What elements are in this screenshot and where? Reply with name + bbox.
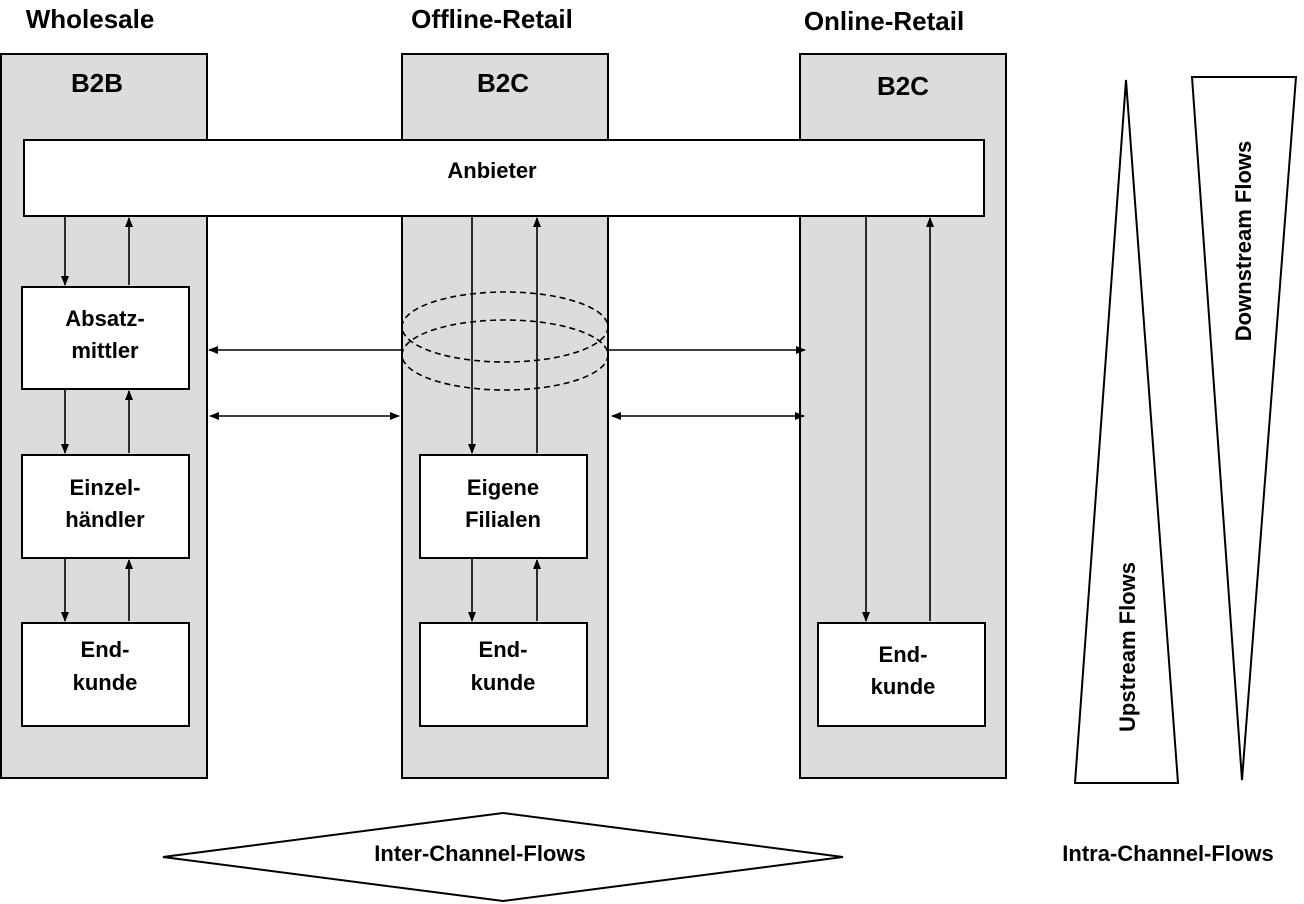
wholesale-retailer-line1: Einzel- [70,475,141,500]
wholesale-retailer-box [21,454,190,559]
offline-retail-type-label: B2C [477,68,529,98]
supplier-label: Anbieter [447,158,537,183]
wholesale-intermediary-line1: Absatz- [65,306,144,331]
upstream-triangle [1073,79,1180,784]
downstream-flows-label: Downstream Flows [1231,141,1256,341]
supplier-box [23,139,985,217]
offline-endcustomer-line1: End- [479,637,528,662]
downstream-triangle [1190,76,1298,781]
wholesale-type-label: B2B [71,68,123,98]
upstream-flows-label: Upstream Flows [1115,562,1140,732]
inter-channel-diamond [162,811,844,903]
wholesale-header: Wholesale [26,4,155,34]
offline-stores-line1: Eigene [467,475,539,500]
offline-endcustomer-box [419,622,588,727]
offline-endcustomer-line2: kunde [471,670,536,695]
online-endcustomer-line1: End- [879,642,928,667]
inter-channel-flows-label: Inter-Channel-Flows [374,841,585,866]
wholesale-endcustomer-line1: End- [81,637,130,662]
intra-channel-flows-label: Intra-Channel-Flows [1062,841,1273,866]
wholesale-intermediary-box [21,286,190,390]
online-retail-type-label: B2C [877,71,929,101]
wholesale-intermediary-line2: mittler [71,338,139,363]
wholesale-endcustomer-line2: kunde [73,670,138,695]
offline-stores-box [419,454,588,559]
wholesale-retailer-line2: händler [65,507,145,532]
hub-ellipse-lower [401,319,609,391]
online-endcustomer-line2: kunde [871,674,936,699]
online-endcustomer-box [817,622,986,727]
offline-stores-line2: Filialen [465,507,541,532]
online-retail-header: Online-Retail [804,6,964,36]
hub-ellipse-upper [401,291,609,363]
wholesale-endcustomer-box [21,622,190,727]
offline-retail-header: Offline-Retail [411,4,573,34]
